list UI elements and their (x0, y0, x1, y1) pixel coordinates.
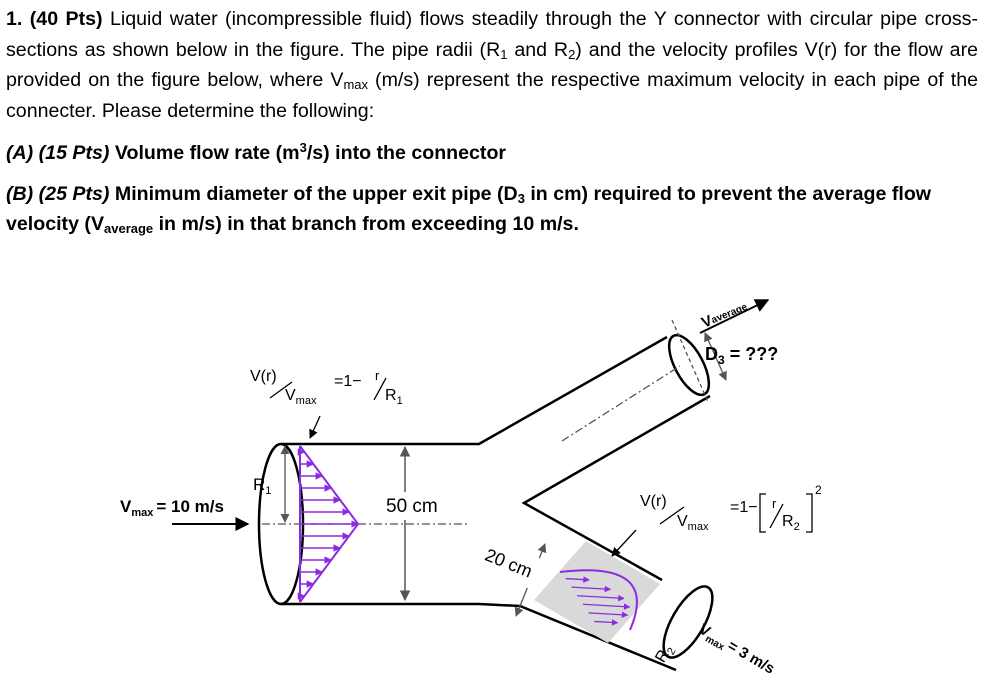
part-b-sub: average (104, 221, 154, 236)
part-a-question: (A) (15 Pts) Volume flow rate (m3/s) int… (6, 138, 978, 169)
svg-text:=1−: =1− (334, 373, 362, 390)
problem-points: (40 Pts) (29, 8, 103, 30)
part-b-text: in m/s) in that branch from exceeding 10… (153, 213, 579, 235)
outlet-profile-pointer (611, 529, 637, 557)
upper-velocity-label: Vaverage (699, 298, 750, 332)
outlet-profile-equation: V(r) Vmax =1− r R2 2 (640, 483, 822, 533)
r2-label: R2 (652, 642, 678, 667)
statement-sub: max (343, 77, 369, 92)
outlet-velocity-profile (534, 541, 660, 643)
part-b-question: (B) (25 Pts) Minimum diameter of the upp… (6, 179, 978, 240)
outlet-diameter-bg (474, 536, 548, 592)
part-b-label: (B) (25 Pts) (6, 182, 110, 205)
outlet-profile-arrow (571, 585, 612, 593)
part-a-sup: 3 (299, 140, 307, 155)
upper-flow-arrow (699, 299, 770, 334)
statement-part: and R (507, 38, 569, 61)
svg-text:Vmax: Vmax (677, 513, 709, 533)
svg-text:V(r): V(r) (250, 368, 277, 385)
outlet-profile-arrow (577, 594, 625, 602)
part-a-label: (A) (15 Pts) (6, 142, 110, 164)
svg-text:R2: R2 (782, 513, 800, 533)
upper-diameter-dimension (704, 332, 727, 381)
part-a-text: Volume flow rate (m (109, 142, 300, 164)
svg-text:R1: R1 (385, 387, 403, 407)
upper-diameter-label: D3 = ??? (705, 344, 778, 367)
inlet-velocity-profile (297, 445, 360, 603)
outlet-vmax-label: Vmax= 3 m/s (695, 621, 778, 680)
svg-text:=1−: =1− (730, 499, 758, 516)
svg-text:2: 2 (815, 483, 822, 497)
inlet-diameter-bg (380, 492, 450, 520)
statement-part: ) and the velocity profiles V(r) for the… (6, 38, 979, 92)
outlet-profile-arrow (565, 576, 590, 583)
problem-number: 1. (6, 8, 23, 30)
part-b-text: in cm) required to prevent the average f… (6, 182, 932, 236)
inlet-diameter-label: 50 cm (386, 496, 438, 517)
part-b-text: Minimum diameter of the upper exit pipe … (109, 182, 518, 205)
statement-part: Liquid water (incompressible fluid) flow… (6, 8, 978, 61)
svg-text:Vmax: Vmax (285, 387, 317, 407)
part-a-text: /s) into the connector (306, 142, 507, 164)
inlet-profile-equation: V(r) Vmax =1− r R1 (250, 368, 403, 407)
outlet-profile-arrow (594, 619, 619, 626)
problem-statement: 1. (40 Pts) Liquid water (incompressible… (6, 4, 978, 126)
outlet-profile-arrow (582, 603, 631, 610)
r1-label: R1 (253, 475, 271, 497)
statement-part: (m/s) represent the respective maximum v… (6, 69, 978, 122)
outlet-profile-arrow (588, 611, 629, 619)
svg-text:r: r (772, 496, 777, 511)
statement-sub: 2 (568, 46, 576, 62)
inlet-profile-pointer (309, 415, 321, 439)
svg-text:V(r): V(r) (640, 493, 667, 510)
svg-text:r: r (375, 368, 380, 383)
inlet-vmax-label: Vmax= 10 m/s (120, 497, 224, 519)
upper-centerline (561, 365, 681, 442)
statement-sub: 1 (500, 46, 508, 62)
part-b-sub: 3 (517, 190, 525, 206)
problem-text: 1. (40 Pts) Liquid water (incompressible… (6, 4, 978, 240)
upper-extension-line (671, 319, 709, 403)
